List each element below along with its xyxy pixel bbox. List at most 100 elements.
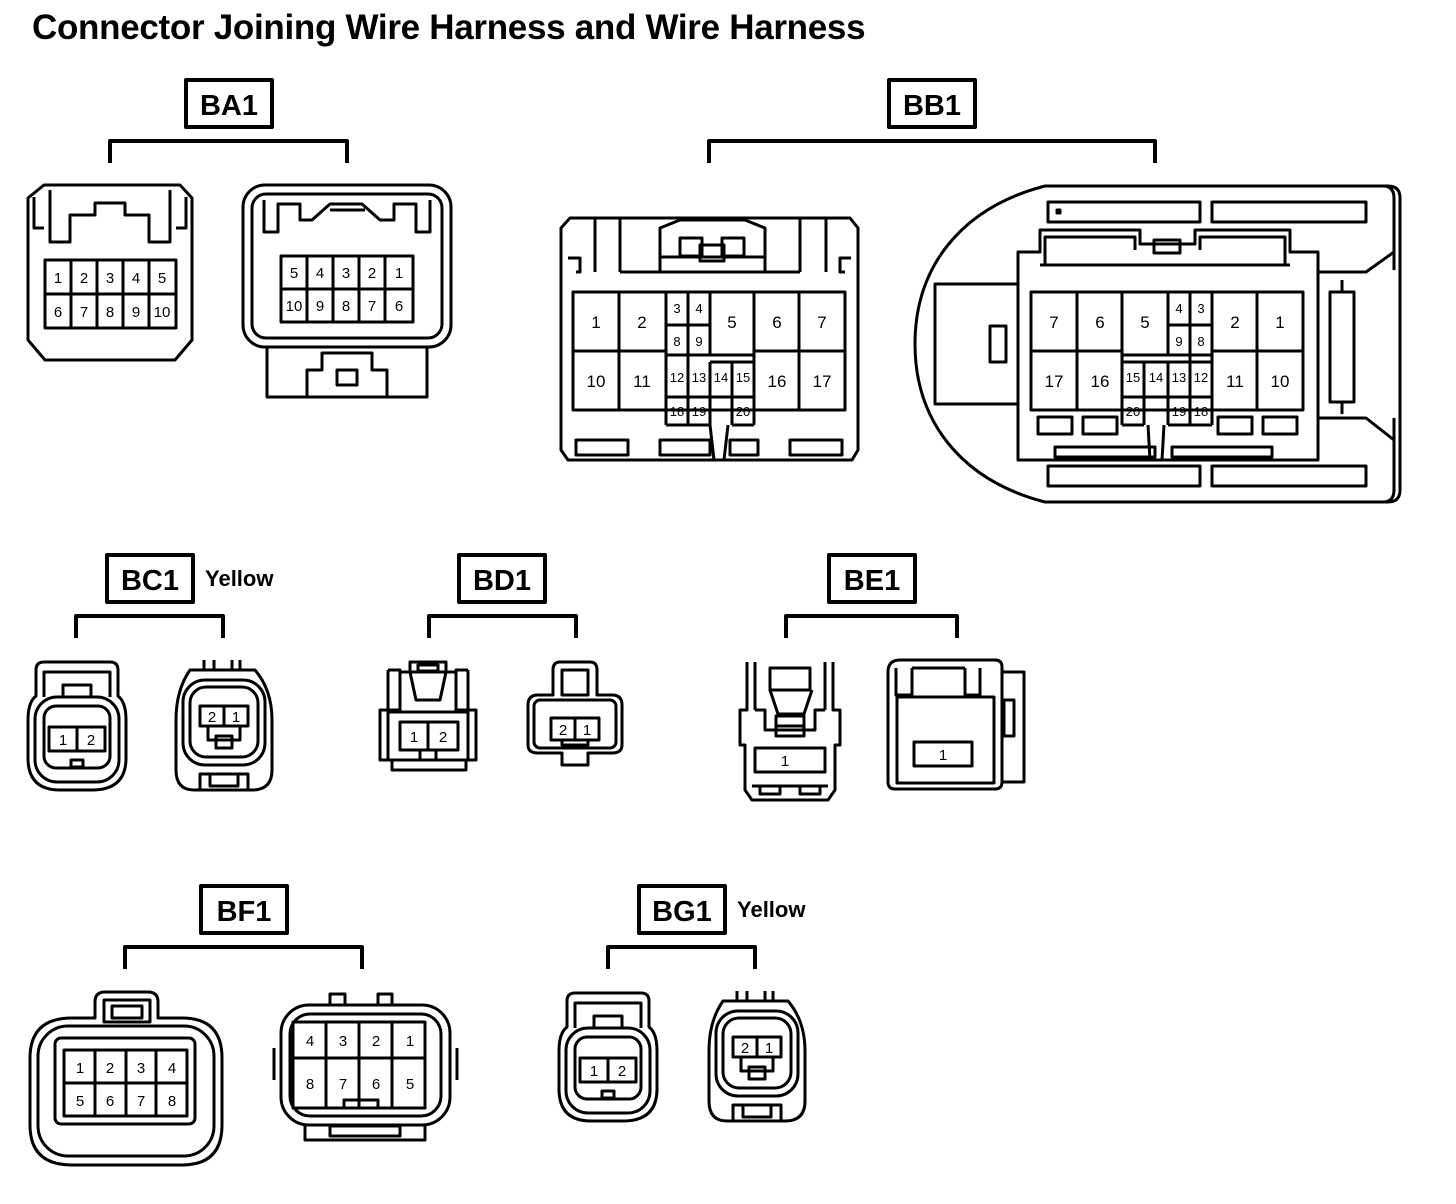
pin-label: 15 xyxy=(1126,370,1140,385)
pin-label: 2 xyxy=(1230,313,1239,332)
pin-label: 13 xyxy=(692,370,706,385)
pin-label: 7 xyxy=(339,1076,347,1093)
pin-label: 4 xyxy=(132,270,140,287)
connector-group-ba1: BA1 1 2 3 4 5 6 7 8 9 10 xyxy=(26,78,453,399)
connector-color-bg1: Yellow xyxy=(737,897,806,922)
connector-view-bd1-1: 1 2 xyxy=(378,660,478,772)
pin-label: 15 xyxy=(736,370,750,385)
connector-view-bc1-1: 1 2 xyxy=(26,660,128,792)
pin-label: 2 xyxy=(80,270,88,287)
connector-view-ba1-1: 1 2 3 4 5 6 7 8 9 10 xyxy=(26,183,194,362)
pin-label: 7 xyxy=(80,304,88,321)
pin-label: 4 xyxy=(306,1033,314,1050)
bracket-bb1 xyxy=(707,139,1157,163)
pin-label: 2 xyxy=(741,1040,749,1057)
connector-label-box-bc1 xyxy=(105,553,195,604)
pin-label: 11 xyxy=(1226,372,1244,391)
pin-label: 6 xyxy=(54,304,62,321)
connector-label-box-bg1 xyxy=(637,884,727,935)
pin-label: 7 xyxy=(1049,313,1058,332)
connector-view-bf1-2: 4 3 2 1 8 7 6 5 xyxy=(272,992,459,1142)
connector-view-be1-2: 1 xyxy=(886,658,1026,791)
pin-label: 6 xyxy=(772,313,781,332)
pin-label: 1 xyxy=(939,747,947,764)
connector-group-bf1: BF1 1 2 3 4 5 6 7 8 xyxy=(28,884,459,1167)
pin-label: 9 xyxy=(1175,334,1182,349)
pin-label: 7 xyxy=(137,1093,145,1110)
pin-label: 6 xyxy=(395,298,403,315)
pin-label: 11 xyxy=(633,372,651,391)
pin-label: 10 xyxy=(154,304,171,321)
connector-label-box-be1 xyxy=(827,553,917,604)
pin-label: 1 xyxy=(76,1060,84,1077)
bracket-ba1 xyxy=(108,139,349,163)
pin-label: 5 xyxy=(290,265,298,282)
pin-label: 1 xyxy=(583,722,591,739)
pin-label: 10 xyxy=(587,372,606,391)
connector-view-bb1-2: 7 6 5 2 1 17 16 11 10 4 3 9 8 15 14 13 1… xyxy=(913,184,1402,504)
connector-label-box-bd1 xyxy=(457,553,547,604)
pin-label: 17 xyxy=(813,372,832,391)
pin-label: 3 xyxy=(106,270,114,287)
connector-group-bd1: BD1 1 2 2 xyxy=(378,553,624,772)
connector-view-bc1-2: 2 1 xyxy=(174,660,274,792)
connector-label-ba1: BA1 xyxy=(200,90,258,122)
pin-label: 8 xyxy=(342,298,350,315)
connector-group-bb1: BB1 xyxy=(559,78,1402,504)
pin-label: 1 xyxy=(410,729,418,746)
pin-label: 16 xyxy=(768,372,787,391)
bracket-be1 xyxy=(784,614,959,638)
pin-label: 2 xyxy=(106,1060,114,1077)
pin-label: 18 xyxy=(1194,404,1208,419)
connector-view-be1-1: 1 xyxy=(738,662,842,802)
pin-label: 6 xyxy=(372,1076,380,1093)
pin-label: 19 xyxy=(692,404,706,419)
connector-view-bd1-2: 2 1 xyxy=(526,660,624,767)
pin-label: 5 xyxy=(1140,313,1149,332)
pin-label: 10 xyxy=(1271,372,1290,391)
pin-label: 20 xyxy=(1126,404,1140,419)
connector-group-be1: BE1 1 1 xyxy=(738,553,1026,802)
bracket-bd1 xyxy=(427,614,578,638)
pin-label: 7 xyxy=(368,298,376,315)
pin-label: 18 xyxy=(670,404,684,419)
bracket-bc1 xyxy=(74,614,225,638)
pin-label: 1 xyxy=(591,313,600,332)
pin-label: 2 xyxy=(559,722,567,739)
pin-label: 8 xyxy=(673,334,680,349)
pin-label: 2 xyxy=(439,729,447,746)
pin-label: 4 xyxy=(316,265,324,282)
pin-label: 1 xyxy=(590,1063,598,1080)
pin-label: 9 xyxy=(316,298,324,315)
pin-label: 6 xyxy=(1095,313,1104,332)
connector-label-box-bf1 xyxy=(199,884,289,935)
pin-label: 3 xyxy=(342,265,350,282)
connector-label-bd1: BD1 xyxy=(473,565,531,597)
connector-label-bc1: BC1 xyxy=(121,565,179,597)
connector-label-box-ba1 xyxy=(184,78,274,129)
pin-label: 2 xyxy=(368,265,376,282)
connector-view-ba1-2: 5 4 3 2 1 10 9 8 7 6 xyxy=(241,183,453,399)
pin-label: 1 xyxy=(1275,313,1284,332)
pin-label: 9 xyxy=(132,304,140,321)
pin-label: 3 xyxy=(1197,301,1204,316)
pin-label: 1 xyxy=(406,1033,414,1050)
connector-label-bb1: BB1 xyxy=(903,90,961,122)
pin-label: 4 xyxy=(695,301,702,316)
pin-label: 3 xyxy=(137,1060,145,1077)
connector-group-bg1: BG1 Yellow 1 2 xyxy=(557,884,807,1123)
pin-label: 4 xyxy=(168,1060,176,1077)
pin-label: 12 xyxy=(1194,370,1208,385)
connector-view-bg1-2: 2 1 xyxy=(707,991,807,1123)
connector-label-be1: BE1 xyxy=(844,565,900,597)
pin-label: 1 xyxy=(232,709,240,726)
connector-label-bg1: BG1 xyxy=(652,896,712,928)
pin-label: 2 xyxy=(637,313,646,332)
pin-label: 1 xyxy=(781,753,789,770)
pin-label: 10 xyxy=(286,298,303,315)
pin-label: 8 xyxy=(168,1093,176,1110)
pin-label: 17 xyxy=(1045,372,1064,391)
connector-label-box-bb1 xyxy=(887,78,977,129)
pin-label: 2 xyxy=(208,709,216,726)
